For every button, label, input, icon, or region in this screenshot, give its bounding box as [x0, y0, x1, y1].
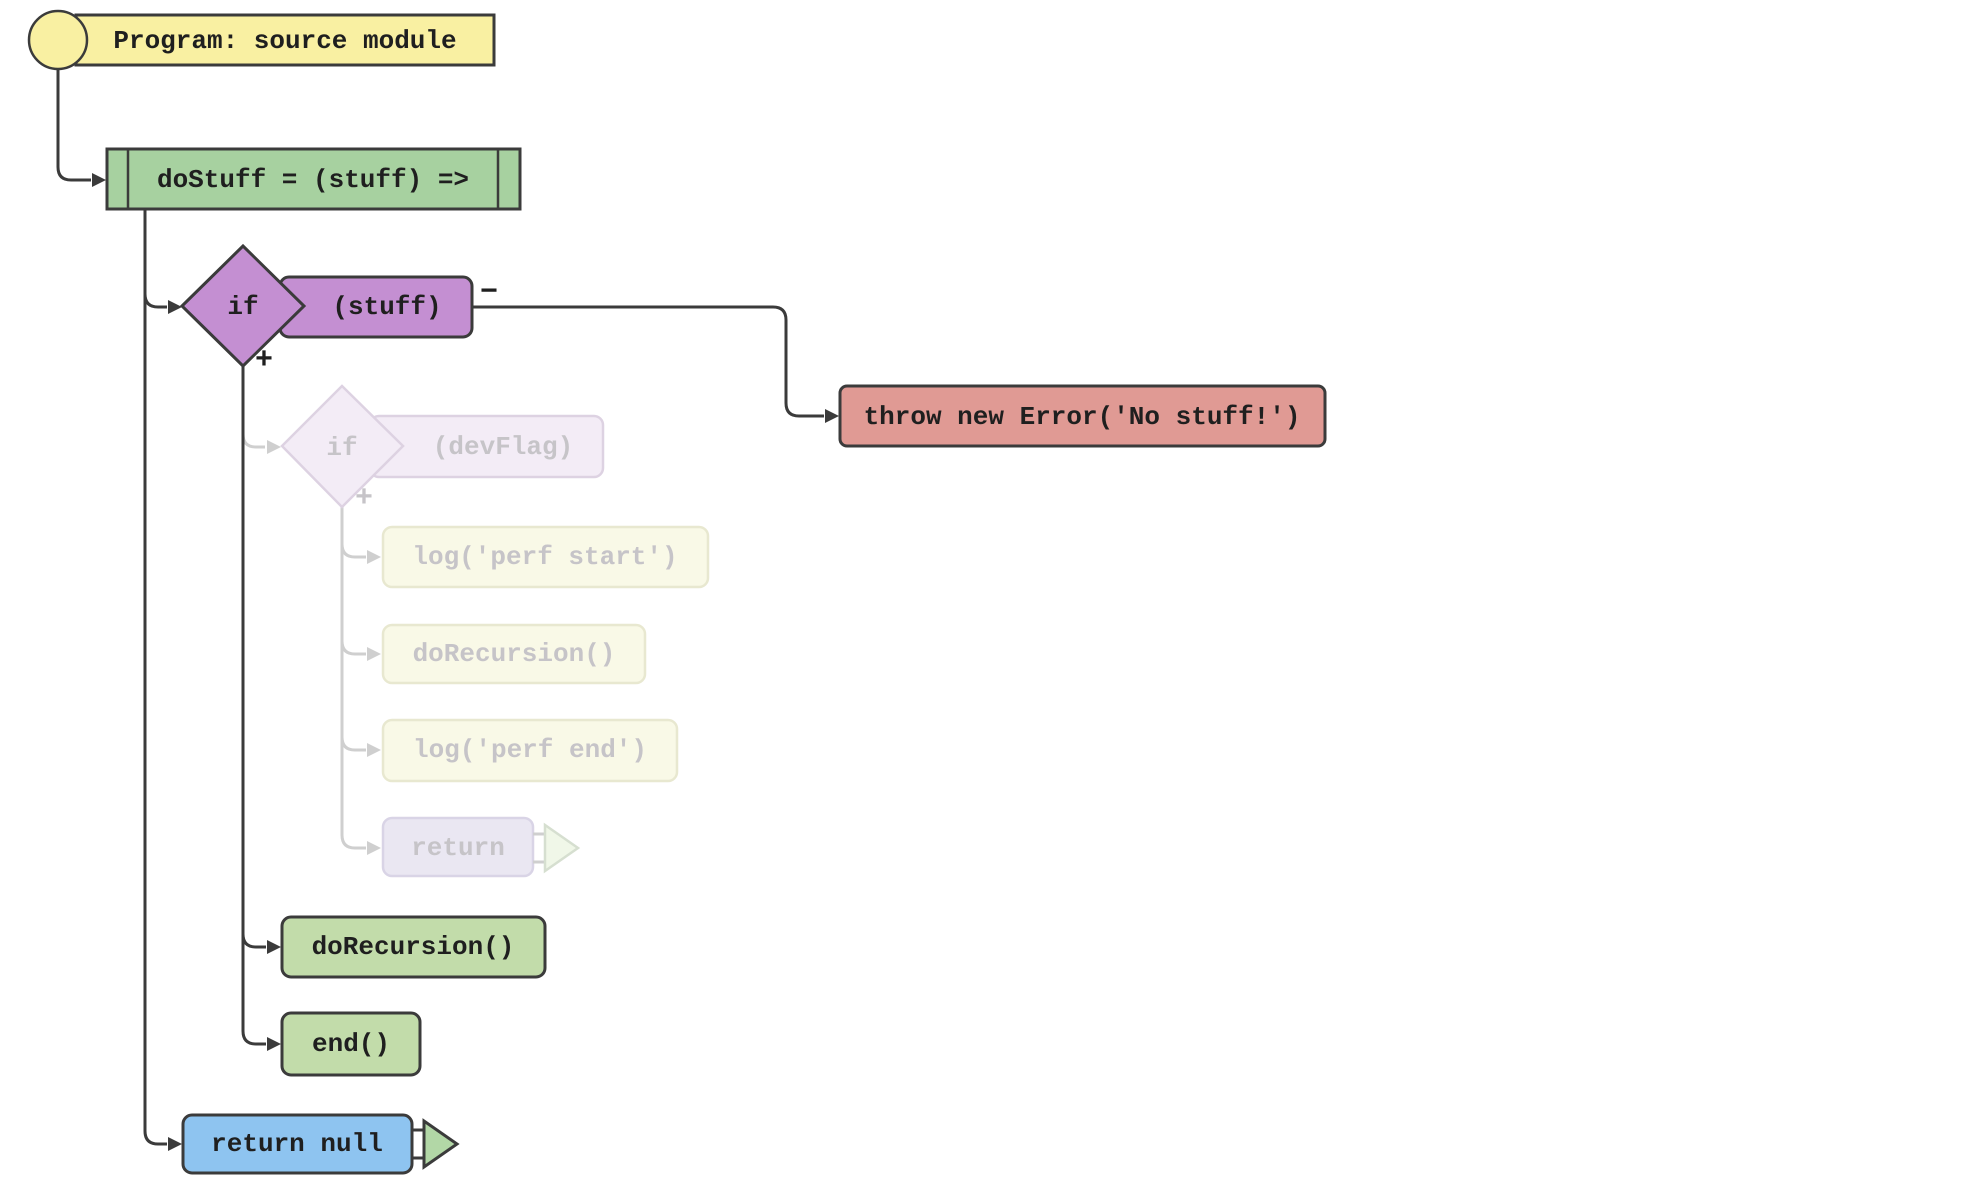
edge-branch-dev-dorecursion [340, 640, 366, 656]
dorecursion-node [280, 915, 547, 979]
edge-to-devflag-if [241, 421, 265, 449]
dev-return-label: return [411, 833, 505, 863]
log-perf-start-node [381, 525, 710, 589]
arrowhead-throw [825, 409, 839, 423]
arrowhead-if-stuff [168, 300, 182, 314]
log-perf-end-label: log('perf end') [413, 735, 647, 765]
edge-branch-log-perf-start [340, 543, 366, 559]
devflag-if-keyword: if [326, 433, 357, 463]
throw-error-label: throw new Error('No stuff!') [864, 402, 1301, 432]
arrowhead-end [267, 1037, 281, 1051]
arrowhead-log-perf-start [367, 550, 381, 564]
minus-branch-label: − [480, 276, 498, 310]
if-stuff-condition: (stuff) [332, 292, 441, 322]
dev-return-arrow [543, 822, 581, 874]
arrowhead-dev-return [367, 841, 381, 855]
arrowhead-dorecursion [267, 940, 281, 954]
plus-branch-label: + [255, 344, 273, 378]
edge-start-to-function [56, 70, 91, 182]
program-module-node [74, 13, 496, 67]
end-label: end() [312, 1029, 390, 1059]
dev-return-node [381, 816, 535, 878]
function-label: doStuff = (stuff) => [157, 165, 469, 195]
arrowhead-dev-dorecursion [367, 647, 381, 661]
arrowhead-function [92, 173, 106, 187]
function-declaration-node [105, 147, 522, 211]
arrowhead-log-perf-end [367, 743, 381, 757]
return-null-arrow [422, 1118, 460, 1170]
devflag-condition: (devFlag) [433, 432, 573, 462]
edge-branch-if-stuff [143, 293, 167, 309]
nodes [27, 9, 1327, 1175]
return-null-label: return null [211, 1129, 383, 1159]
arrowhead-return-null [168, 1137, 182, 1151]
if-stuff-diamond [179, 243, 307, 369]
log-perf-end-node [381, 718, 679, 783]
edges [56, 70, 839, 1151]
throw-error-node [838, 384, 1327, 448]
devflag-if-diamond [280, 384, 405, 509]
dev-return-connector [533, 832, 545, 864]
start-circle [27, 9, 89, 71]
end-node [280, 1011, 422, 1077]
dev-dorecursion-node [381, 623, 647, 685]
return-null-connector [412, 1128, 424, 1160]
edge-if-minus-to-throw [472, 305, 824, 418]
return-null-node [181, 1113, 414, 1175]
log-perf-start-label: log('perf start') [412, 542, 677, 572]
program-label: Program: source module [113, 26, 456, 56]
dorecursion-label: doRecursion() [312, 932, 515, 962]
edge-devflag-body-chain [340, 507, 366, 850]
edge-function-to-return-null [143, 209, 167, 1146]
faded-nodes [280, 384, 710, 878]
labels: Program: source module doStuff = (stuff)… [113, 26, 1300, 1159]
edge-branch-dorecursion [241, 933, 266, 949]
if-stuff-keyword: if [227, 292, 258, 322]
arrowhead-devflag-if [267, 440, 281, 454]
dev-dorecursion-label: doRecursion() [413, 639, 616, 669]
edge-branch-log-perf-end [340, 736, 366, 752]
devflag-plus-label: + [355, 482, 373, 516]
faded-edges [241, 421, 381, 855]
edge-if-plus-chain [241, 366, 266, 1046]
